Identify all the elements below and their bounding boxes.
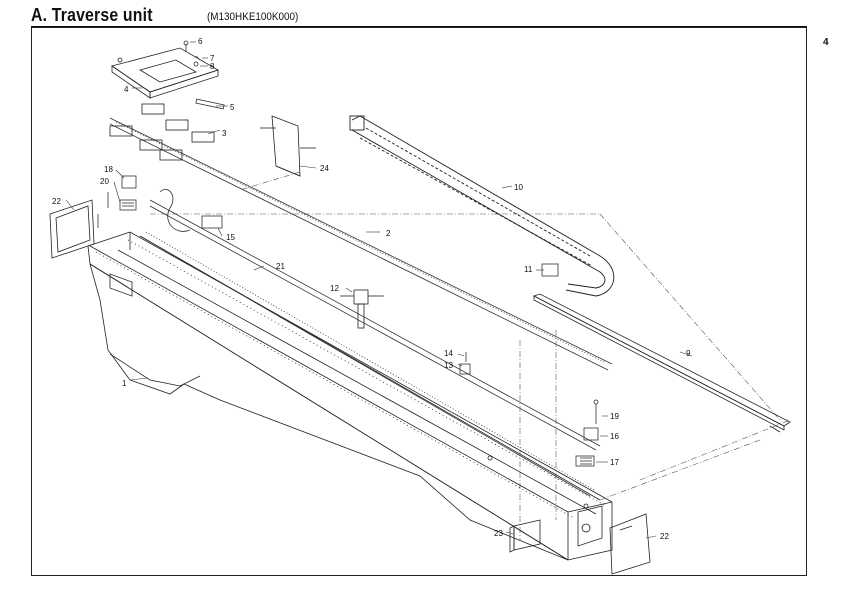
bolt-19 <box>593 399 599 424</box>
callout-labels: 1 2 3 4 5 6 7 8 9 10 11 12 13 14 15 16 1… <box>52 37 691 541</box>
linear-rail-2 <box>109 117 613 371</box>
bolt-7 <box>195 55 201 61</box>
bar-9 <box>532 293 791 433</box>
callout-2: 2 <box>386 229 391 238</box>
callout-4: 4 <box>124 85 129 94</box>
end-cover-22-left <box>49 199 95 259</box>
end-cover-22-right <box>609 513 651 575</box>
callout-14: 14 <box>444 349 453 358</box>
drawing-frame <box>31 27 807 576</box>
callout-5: 5 <box>230 103 235 112</box>
block-15 <box>201 215 223 229</box>
carriage-plate-4 <box>111 47 219 99</box>
page-number: 4 <box>823 37 829 48</box>
callout-17: 17 <box>610 458 619 467</box>
callout-22-right: 22 <box>660 532 669 541</box>
carriage-blocks-3 <box>109 103 215 161</box>
pad-20 <box>119 199 137 211</box>
callout-18: 18 <box>104 165 113 174</box>
rack-21 <box>139 231 595 497</box>
callout-7: 7 <box>210 54 215 63</box>
bolt-6 <box>183 40 189 52</box>
main-body-frame <box>87 231 613 561</box>
callout-19: 19 <box>610 412 619 421</box>
assembly-centerlines <box>150 171 791 540</box>
bracket-16 <box>583 427 599 441</box>
pad-17 <box>575 455 595 467</box>
leader-lines <box>65 41 693 539</box>
bracket-13 <box>459 363 471 375</box>
callout-9: 9 <box>686 349 691 358</box>
callout-16: 16 <box>610 432 619 441</box>
callout-15: 15 <box>226 233 235 242</box>
callout-21: 21 <box>276 262 285 271</box>
callout-11: 11 <box>524 265 533 274</box>
callout-13: 13 <box>444 361 453 370</box>
bracket-11 <box>541 263 559 277</box>
callout-10: 10 <box>514 183 523 192</box>
regulator-12 <box>340 289 384 329</box>
callout-8: 8 <box>210 62 215 71</box>
washer-8 <box>193 61 199 67</box>
cable-chain-10 <box>349 115 615 297</box>
cable-guide <box>159 189 191 232</box>
plate-23 <box>509 519 541 553</box>
callout-23: 23 <box>494 529 503 538</box>
callout-3: 3 <box>222 129 227 138</box>
spacer-5 <box>195 98 225 110</box>
callout-22-left: 22 <box>52 197 61 206</box>
page-title: A. Traverse unit <box>31 5 153 25</box>
callout-12: 12 <box>330 284 339 293</box>
callout-1: 1 <box>122 379 127 388</box>
bracket-24 <box>260 115 316 177</box>
bracket-18 <box>121 175 137 189</box>
callout-24: 24 <box>320 164 329 173</box>
bolts-left <box>97 192 109 228</box>
rail-lower <box>149 199 601 451</box>
part-number: (M130HKE100K000) <box>207 11 299 23</box>
callout-6: 6 <box>198 37 203 46</box>
callout-20: 20 <box>100 177 109 186</box>
